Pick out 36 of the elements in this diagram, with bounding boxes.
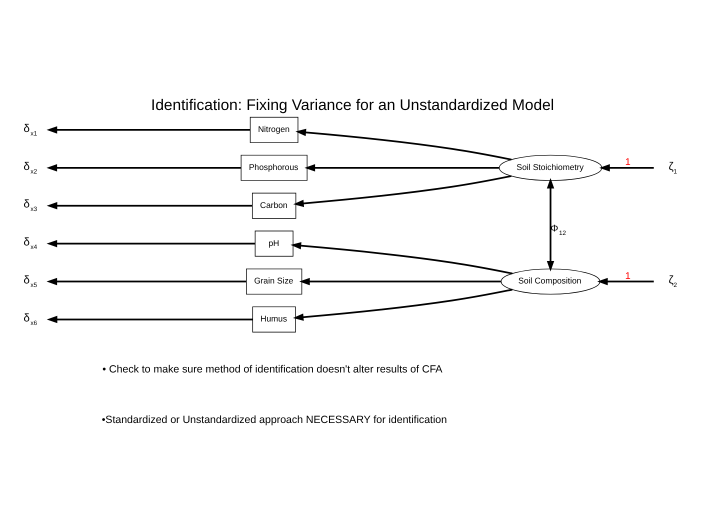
node-box: Nitrogen: [250, 116, 298, 143]
node-text: δ$_{x6}$: [23, 312, 38, 327]
node-box: Grain Size: [246, 268, 302, 295]
arrow: [304, 164, 500, 172]
arrow: [597, 278, 654, 286]
arrow: [546, 178, 554, 272]
node-text: δ$_{x4}$: [23, 236, 38, 252]
arrow: [292, 288, 513, 321]
arrow: [46, 316, 252, 324]
node-box: Carbon: [252, 192, 296, 219]
arrow: [46, 240, 255, 248]
edge-label: 1: [625, 270, 631, 282]
arrow: [46, 126, 250, 134]
node-text: δ$_{x3}$: [23, 198, 38, 214]
node-text: ζ$_{1}$: [668, 160, 678, 176]
arrow: [46, 164, 241, 172]
arrow: [599, 164, 654, 172]
node-text: ζ$_{2}$: [668, 274, 678, 290]
node-text: δ$_{x5}$: [23, 274, 38, 290]
node-ellipse: Soil Composition: [500, 268, 600, 295]
arrow: [299, 278, 501, 286]
node-ellipse: Soil Stoichiometry: [498, 154, 602, 181]
diagram-title: Identification: Fixing Variance for an Unstandardized Model: [151, 96, 554, 114]
arrow: [293, 175, 512, 208]
node-text: δ$_{x1}$: [23, 122, 38, 138]
node-text: δ$_{x2}$: [23, 160, 38, 176]
arrow: [46, 278, 246, 286]
arrow: [46, 202, 252, 210]
node-box: Humus: [252, 306, 296, 332]
node-box: pH: [254, 230, 294, 257]
arrow: [295, 128, 512, 160]
label: •Standardized or Unstandardized approach NECESSARY for identification: [102, 414, 447, 426]
edge-label: 1: [625, 157, 631, 168]
arrow: [290, 242, 513, 274]
label: • Check to make sure method of identification doesn't alter results of CFA: [102, 363, 442, 376]
node-box: Phosphorous: [240, 154, 308, 181]
